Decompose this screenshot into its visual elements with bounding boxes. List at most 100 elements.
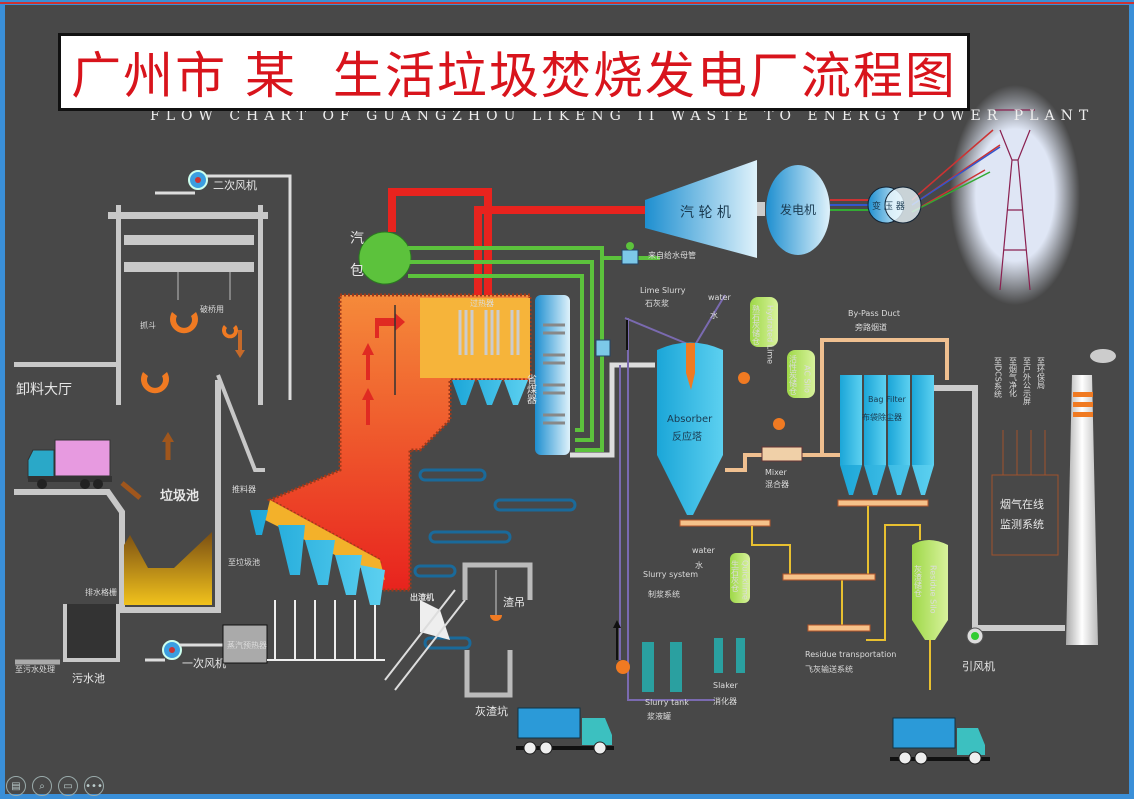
label-residue-transport-en: Residue transportation [805, 650, 896, 659]
pump-icon [616, 660, 630, 674]
label-turbine: 汽 轮 机 [680, 205, 731, 221]
label-superheater: 过热器 [470, 298, 494, 308]
label-quicklime-en: Quicklime [741, 560, 750, 600]
label-mixer-cn: 混合器 [765, 479, 789, 489]
label-grab-repair: 破桥用 [200, 304, 224, 314]
label-drain-grate: 排水格栅 [85, 587, 117, 597]
label-cems-2: 监测系统 [1000, 518, 1044, 531]
absorber [657, 342, 723, 515]
residue-silo [912, 540, 948, 640]
steam-preheater [222, 624, 268, 664]
label-mixer-en: Mixer [765, 468, 788, 477]
label-drum-2: 包 [350, 263, 364, 279]
label-economizer: 省煤器 [525, 373, 537, 405]
label-to-display: 至户外公示屏 [1023, 357, 1032, 406]
secondary-fan [155, 170, 292, 400]
label-transformer: 变 压 器 [872, 200, 905, 212]
label-slurry-system-cn: 制浆系统 [648, 589, 680, 599]
search-icon[interactable]: ⌕ [32, 776, 52, 796]
label-residue-silo-en: Residue Silo [929, 565, 938, 614]
label-absorber-cn: 反应塔 [672, 430, 702, 443]
label-sewage-pit: 污水池 [72, 672, 105, 685]
label-slurry-tank-en: Slurry tank [645, 698, 689, 707]
garbage-truck-icon [27, 439, 112, 489]
label-bagfilter-cn: 布袋除尘器 [862, 412, 902, 422]
more-icon[interactable]: ••• [84, 776, 104, 796]
slag-pit [464, 650, 513, 698]
blower-icon [738, 372, 750, 384]
label-residue-transport-cn: 飞灰输送系统 [805, 664, 853, 674]
label-water2-en: water [692, 546, 716, 555]
residue-truck-icon [890, 717, 990, 765]
quicklime-silo [730, 553, 750, 603]
label-unloading-hall: 卸料大厅 [16, 382, 72, 398]
label-bagfilter-en: Bag Filter [868, 395, 907, 404]
ac-silo [787, 350, 815, 398]
pages-icon[interactable]: ▤ [6, 776, 26, 796]
label-feedwater: 来自给水母管 [648, 250, 696, 260]
label-quicklime-cn: 生石灰仓 [731, 559, 740, 592]
label-bypass-en: By-Pass Duct [848, 309, 900, 318]
slides-icon[interactable]: ▭ [58, 776, 78, 796]
label-ac-silo-cn: 活性炭储仓 [789, 354, 798, 395]
label-absorber-en: Absorber [667, 414, 713, 425]
label-hydrated-lime-cn: 熟石灰储仓 [752, 304, 761, 345]
steam-turbine [645, 160, 757, 258]
label-lime-slurry-cn: 石灰浆 [645, 298, 669, 308]
label-lime-slurry-en: Lime Slurry [640, 286, 686, 295]
slag-truck-icon [516, 707, 614, 755]
smoke-icon [1090, 349, 1116, 363]
transmission-tower-icon [995, 109, 1035, 291]
subtitle: FLOW CHART OF GUANGZHOU LIKENG II WASTE … [150, 108, 1095, 124]
flue-duct [570, 362, 655, 458]
label-slaker-cn: 消化器 [713, 696, 737, 706]
label-water-cn: 水 [710, 310, 718, 320]
label-slag-pit: 灰渣坑 [475, 704, 508, 718]
chimney [1066, 375, 1098, 645]
label-waste-pit: 垃圾池 [160, 488, 199, 504]
steam-drum [358, 231, 412, 285]
label-water-en: water [708, 293, 732, 302]
page-title: 广州市 某 生活垃圾焚烧发电厂流程图 [58, 33, 970, 111]
label-water2-cn: 水 [695, 560, 703, 570]
label-to-gas-clean: 至烟气净化 [1009, 357, 1018, 398]
flow-arrows [362, 313, 405, 425]
label-slurry-system-en: Slurry system [643, 570, 698, 579]
waste-pit [124, 532, 212, 605]
clean-gas-duct [934, 385, 1065, 631]
steam-pipe [388, 188, 645, 295]
hydrated-lime-silo [750, 297, 778, 347]
label-residue-silo-cn: 灰渣储仓 [914, 564, 923, 597]
label-to-epb: 至环保局 [1037, 357, 1046, 390]
cems-box [991, 474, 1059, 556]
slurry-tank [642, 642, 682, 692]
grab-bucket-icon [141, 312, 238, 394]
label-steam-preheater: 蒸汽预热器 [227, 640, 267, 650]
label-generator: 发电机 [780, 202, 816, 217]
waste-pit-wall [14, 380, 221, 613]
ash-hoppers [250, 380, 528, 605]
mixer [761, 446, 803, 462]
bag-filter [840, 375, 934, 495]
label-pusher: 推料器 [232, 484, 256, 494]
label-slag-crane: 渣吊 [503, 595, 525, 609]
label-secondary-fan: 二次风机 [213, 178, 257, 192]
label-bypass-cn: 旁路烟道 [855, 322, 887, 332]
label-ac-silo-en: AC Silo [803, 365, 812, 393]
economizer [535, 295, 570, 455]
label-id-fan: 引风机 [962, 659, 995, 673]
valve-icon [621, 249, 639, 265]
label-to-sewage: 至污水处理 [15, 664, 55, 674]
furnace [265, 293, 532, 592]
label-to-dcs: 至DCS系统 [994, 357, 1003, 399]
crane-structure [14, 205, 268, 405]
viewer-toolbar: ▤ ⌕ ▭ ••• [6, 776, 104, 796]
label-hydrated-lime-en: Hydrated Lime [766, 305, 775, 364]
label-to-waste-pit: 至垃圾池 [228, 557, 260, 567]
residue-conveyor-lines [751, 506, 921, 641]
generator [766, 165, 830, 255]
label-drum-1: 汽 [350, 231, 364, 247]
slaker [714, 638, 745, 673]
